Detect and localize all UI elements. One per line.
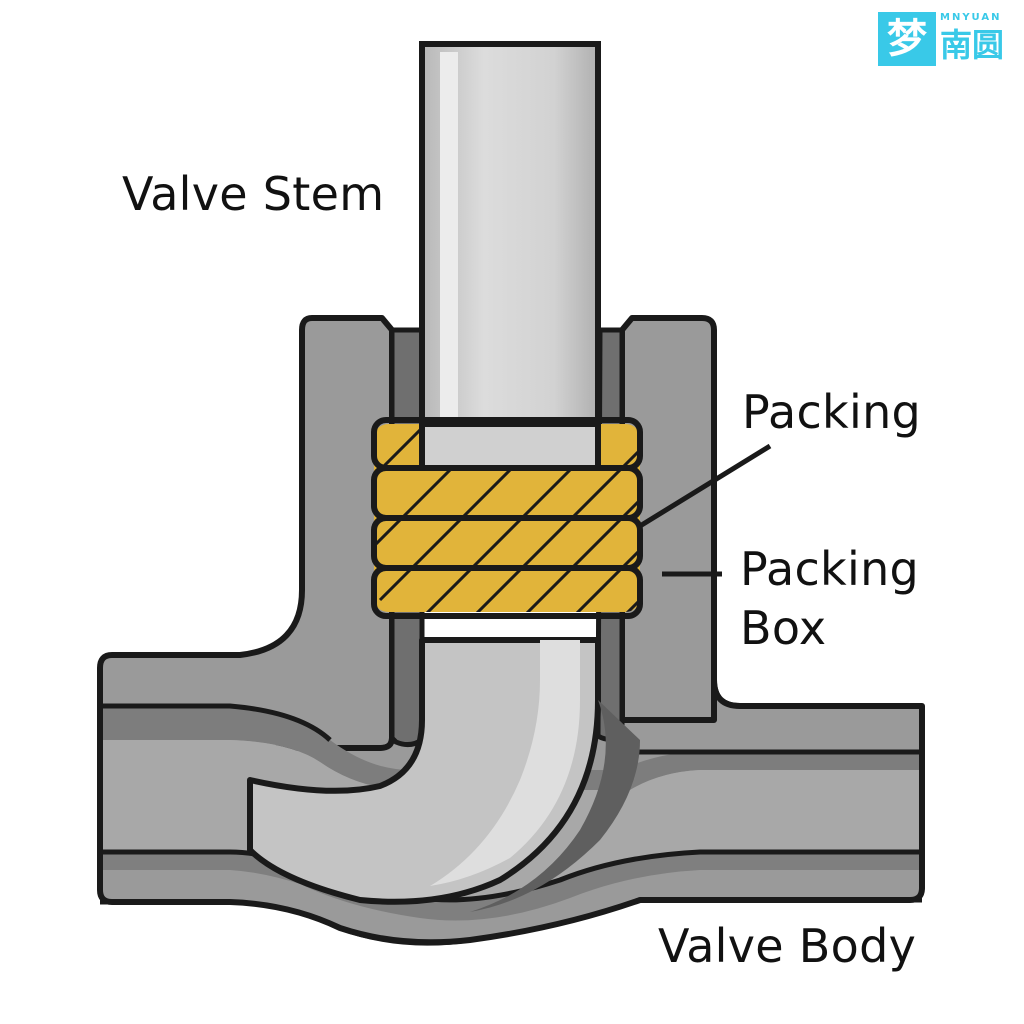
flow-bend-highlight xyxy=(430,640,580,886)
watermark-cn-text: 南圆 xyxy=(940,26,1005,64)
valve-body-right-casing xyxy=(619,315,925,751)
valve-stem-inner xyxy=(419,421,601,471)
watermark-icon: 梦 xyxy=(878,12,936,66)
valve-body-casing xyxy=(97,315,395,751)
pipe-outline-bottom xyxy=(100,897,922,946)
pipe-outline-upper xyxy=(100,703,332,742)
valve-body-label: Valve Body xyxy=(658,919,917,973)
watermark-logo: 梦 MNYUAN 南圆 xyxy=(878,12,1012,66)
watermark-small-text: MNYUAN xyxy=(940,12,1002,23)
packing-ring-bottom xyxy=(371,565,643,619)
packing-leader-line xyxy=(638,443,772,529)
valve-stem-shine xyxy=(440,52,458,462)
flow-bend-shadow xyxy=(470,700,640,912)
packing-box-label: Packing Box xyxy=(740,540,919,658)
packing-box-label-line2: Box xyxy=(740,600,827,655)
valve-stem-label: Valve Stem xyxy=(122,167,385,221)
packing-box-label-line1: Packing xyxy=(740,542,920,596)
packing-label: Packing xyxy=(742,385,922,439)
